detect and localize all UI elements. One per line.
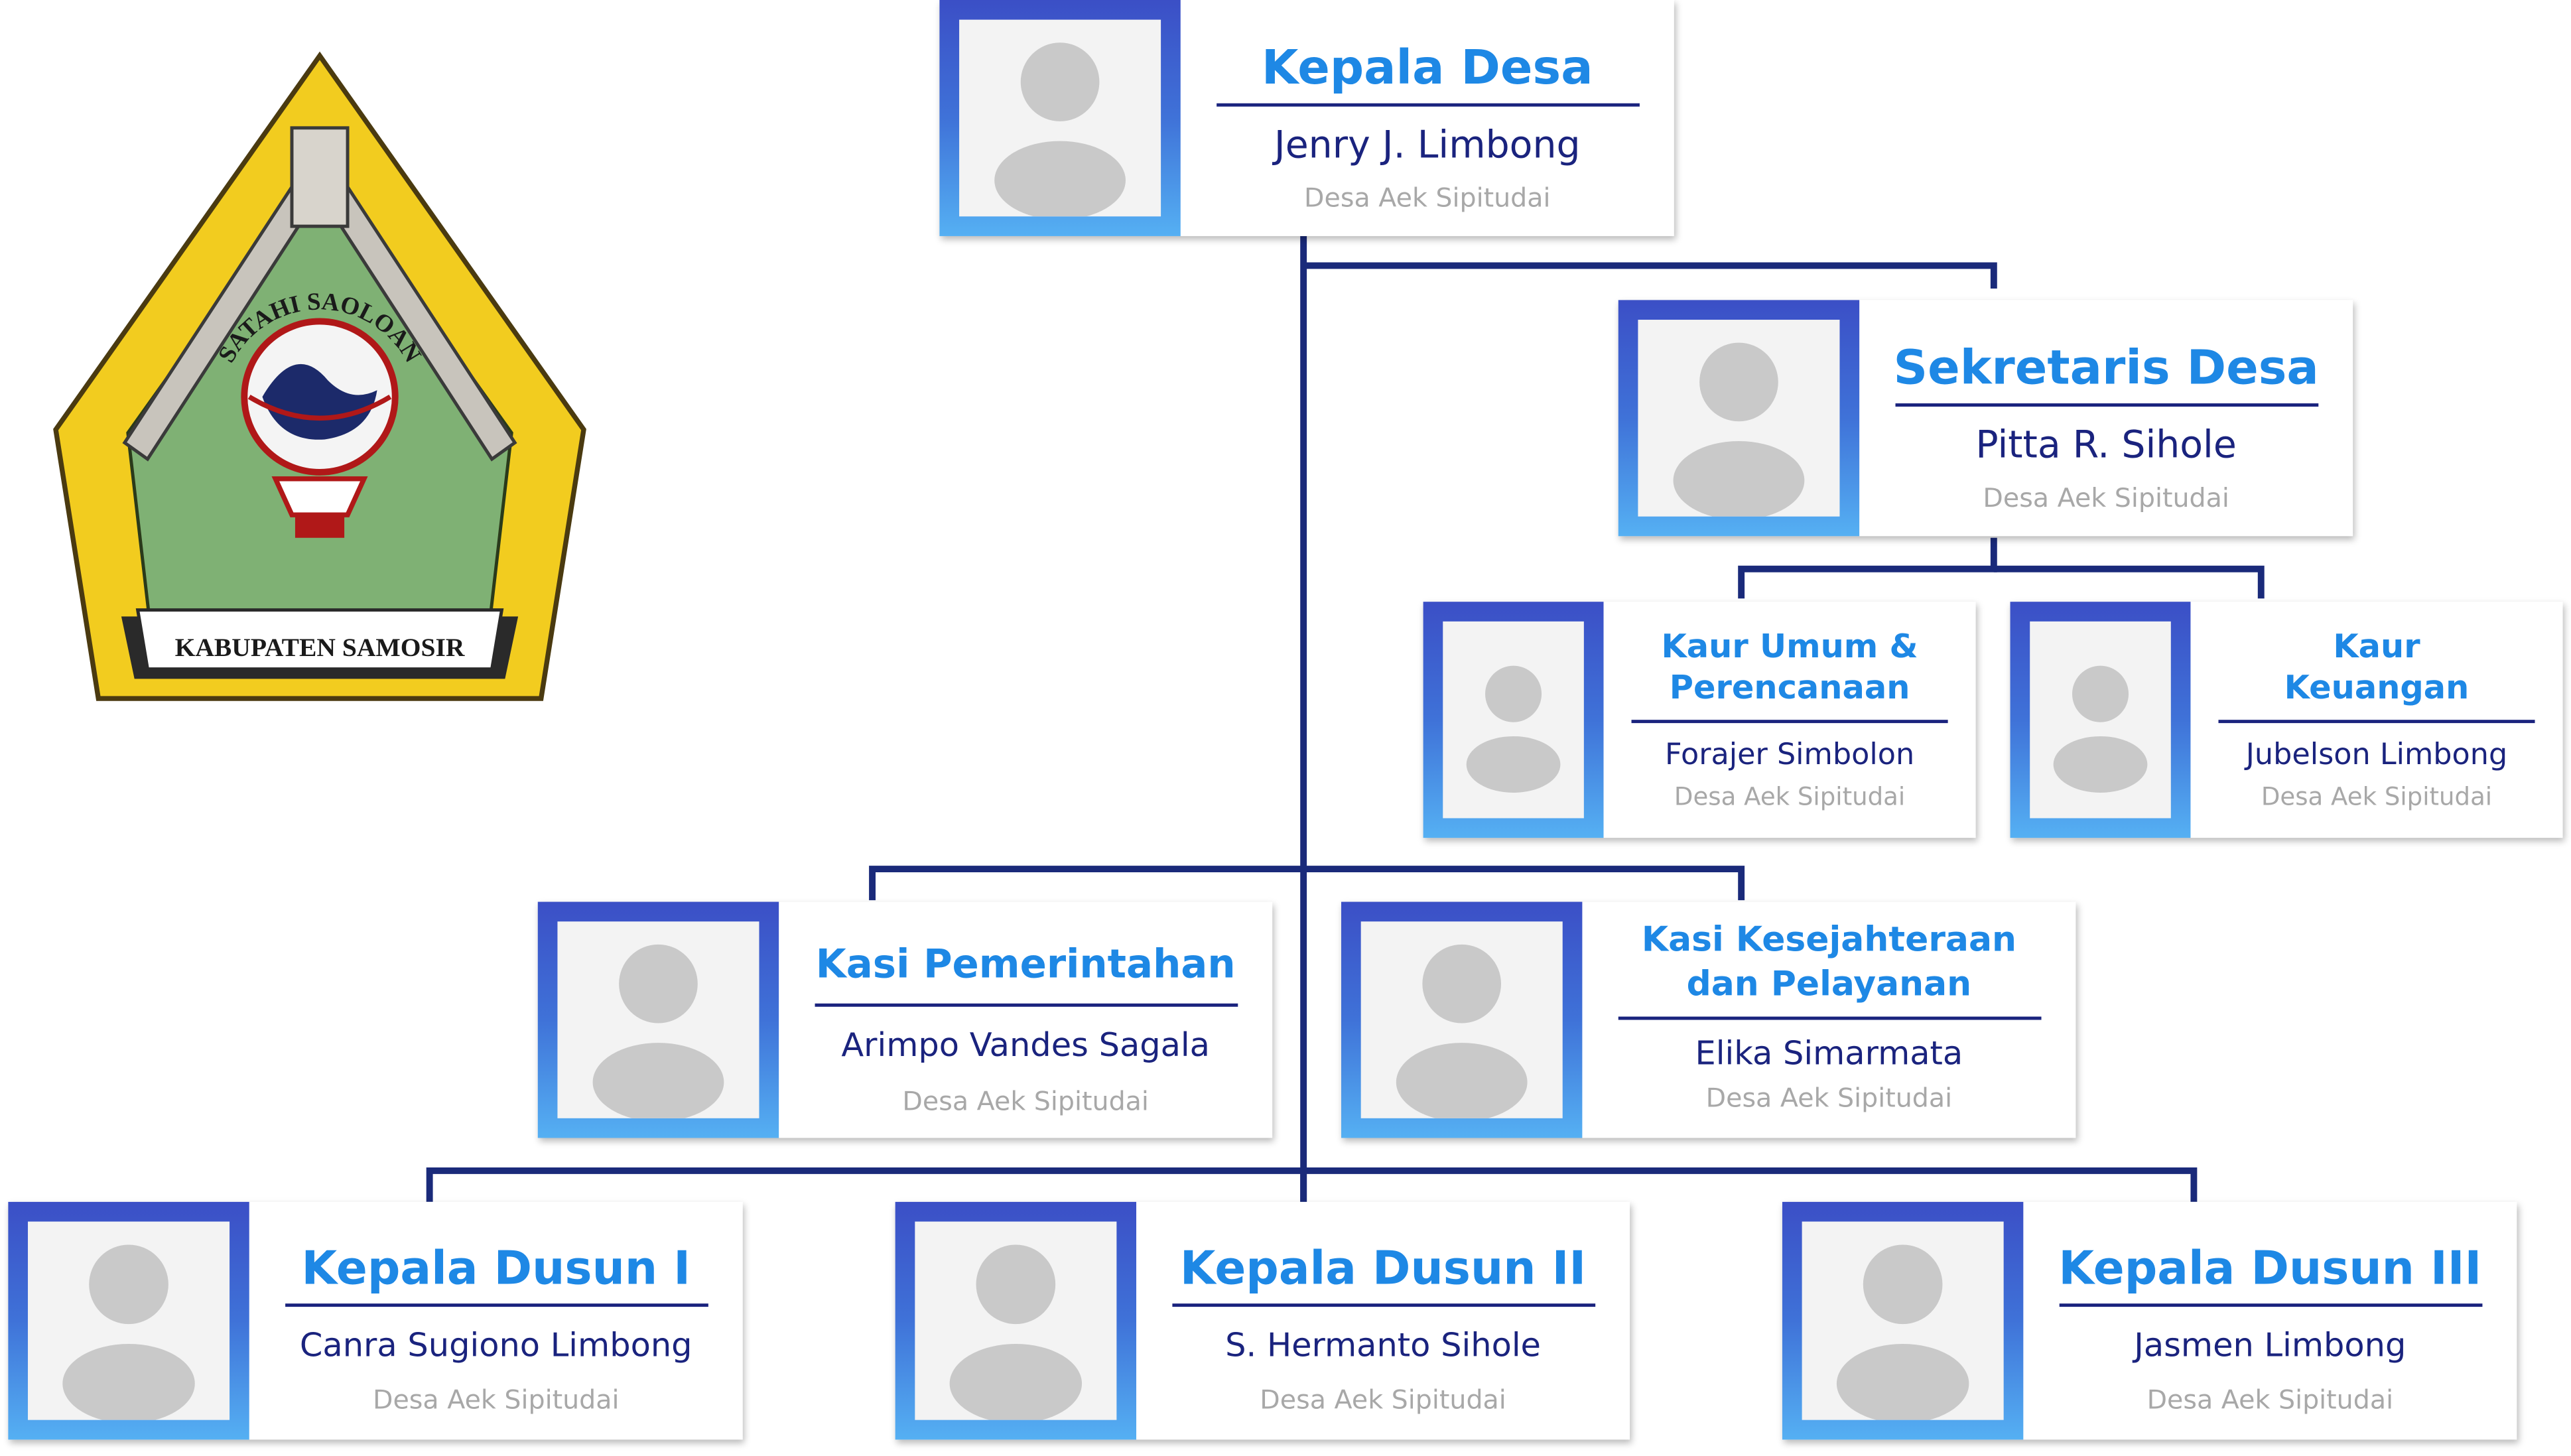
card-kasi-pemerintahan[interactable]: Kasi Pemerintahan Arimpo Vandes Sagala D… bbox=[537, 901, 1273, 1138]
node-title: Kepala Dusun II bbox=[1179, 1241, 1587, 1295]
avatar-placeholder-icon bbox=[1466, 665, 1561, 793]
node-title-line1: Kaur bbox=[2333, 626, 2420, 666]
node-place: Desa Aek Sipitudai bbox=[902, 1085, 1149, 1117]
title-divider bbox=[1631, 720, 1948, 724]
node-name: Jubelson Limbong bbox=[2245, 738, 2508, 773]
title-divider bbox=[2218, 720, 2535, 724]
node-place: Desa Aek Sipitudai bbox=[2261, 782, 2493, 812]
connector-kasi bbox=[869, 866, 1745, 901]
node-place: Desa Aek Sipitudai bbox=[373, 1384, 620, 1416]
card-kasi-kesejahteraan-pelayanan[interactable]: Kasi Kesejahteraan dan Pelayanan Elika S… bbox=[1341, 901, 2076, 1138]
connector-dusun bbox=[426, 1167, 2198, 1202]
node-title-line2: Keuangan bbox=[2284, 667, 2470, 707]
title-divider bbox=[284, 1303, 708, 1307]
title-divider bbox=[814, 1003, 1238, 1007]
photo-frame bbox=[1341, 901, 1583, 1138]
svg-text:KABUPATEN SAMOSIR: KABUPATEN SAMOSIR bbox=[175, 633, 465, 662]
photo-frame bbox=[1423, 602, 1604, 838]
node-title-line2: dan Pelayanan bbox=[1686, 964, 1972, 1004]
title-divider bbox=[1894, 403, 2318, 407]
avatar-placeholder-icon bbox=[62, 1244, 195, 1420]
avatar-placeholder-icon bbox=[949, 1244, 1083, 1420]
title-divider bbox=[2058, 1303, 2482, 1307]
node-name: Elika Simarmata bbox=[1695, 1033, 1963, 1073]
photo-frame bbox=[939, 0, 1181, 236]
node-place: Desa Aek Sipitudai bbox=[1983, 482, 2229, 513]
node-place: Desa Aek Sipitudai bbox=[1674, 782, 1906, 812]
node-place: Desa Aek Sipitudai bbox=[1260, 1384, 1506, 1416]
card-kepala-dusun-1[interactable]: Kepala Dusun I Canra Sugiono Limbong Des… bbox=[8, 1201, 743, 1440]
avatar-placeholder-icon bbox=[1396, 944, 1528, 1118]
title-divider bbox=[1617, 1016, 2041, 1020]
node-title: Kasi Pemerintahan bbox=[815, 941, 1236, 988]
node-title-line2: Perencanaan bbox=[1669, 667, 1910, 707]
card-kepala-desa[interactable]: Kepala Desa Jenry J. Limbong Desa Aek Si… bbox=[939, 0, 1674, 236]
node-place: Desa Aek Sipitudai bbox=[1304, 182, 1551, 214]
node-name: Jenry J. Limbong bbox=[1274, 124, 1581, 168]
card-kepala-dusun-3[interactable]: Kepala Dusun III Jasmen Limbong Desa Aek… bbox=[1782, 1201, 2517, 1440]
avatar-placeholder-icon bbox=[1673, 342, 1805, 517]
avatar-placeholder-icon bbox=[1836, 1244, 1969, 1420]
connector-kaur-keuangan bbox=[1993, 565, 2265, 599]
node-name: Jasmen Limbong bbox=[2134, 1325, 2406, 1364]
node-place: Desa Aek Sipitudai bbox=[1705, 1082, 1953, 1114]
node-name: Forajer Simbolon bbox=[1664, 738, 1915, 773]
connector-sekretaris bbox=[1303, 262, 1997, 289]
title-divider bbox=[1171, 1303, 1595, 1307]
avatar-placeholder-icon bbox=[592, 944, 724, 1118]
card-kepala-dusun-2[interactable]: Kepala Dusun II S. Hermanto Sihole Desa … bbox=[895, 1201, 1630, 1440]
node-title-line1: Kaur Umum & bbox=[1661, 626, 1918, 666]
photo-frame bbox=[537, 901, 779, 1138]
node-name: Pitta R. Sihole bbox=[1975, 425, 2237, 468]
photo-frame bbox=[1782, 1201, 2024, 1440]
avatar-placeholder-icon bbox=[994, 42, 1126, 217]
node-title: Kepala Dusun I bbox=[301, 1241, 691, 1295]
card-kaur-keuangan[interactable]: Kaur Keuangan Jubelson Limbong Desa Aek … bbox=[2010, 602, 2563, 838]
card-kaur-umum-perencanaan[interactable]: Kaur Umum & Perencanaan Forajer Simbolon… bbox=[1423, 602, 1976, 838]
avatar-placeholder-icon bbox=[2053, 665, 2148, 793]
title-divider bbox=[1215, 103, 1639, 107]
photo-frame bbox=[895, 1201, 1137, 1440]
kabupaten-samosir-logo: KABUPATEN SAMOSIR SATAHI SAOLOAN bbox=[49, 49, 590, 721]
node-title: Kepala Desa bbox=[1261, 39, 1593, 96]
node-name: S. Hermanto Sihole bbox=[1225, 1325, 1541, 1364]
card-sekretaris-desa[interactable]: Sekretaris Desa Pitta R. Sihole Desa Aek… bbox=[1618, 300, 2353, 537]
photo-frame bbox=[2010, 602, 2191, 838]
node-name: Arimpo Vandes Sagala bbox=[841, 1024, 1210, 1065]
photo-frame bbox=[8, 1201, 249, 1440]
connector-kaur bbox=[1738, 537, 1997, 599]
node-title: Kepala Dusun III bbox=[2058, 1241, 2482, 1295]
node-name: Canra Sugiono Limbong bbox=[299, 1325, 692, 1364]
node-title: Sekretaris Desa bbox=[1893, 339, 2319, 395]
node-place: Desa Aek Sipitudai bbox=[2146, 1384, 2394, 1416]
node-title-line1: Kasi Kesejahteraan bbox=[1641, 919, 2016, 960]
photo-frame bbox=[1618, 300, 1860, 537]
